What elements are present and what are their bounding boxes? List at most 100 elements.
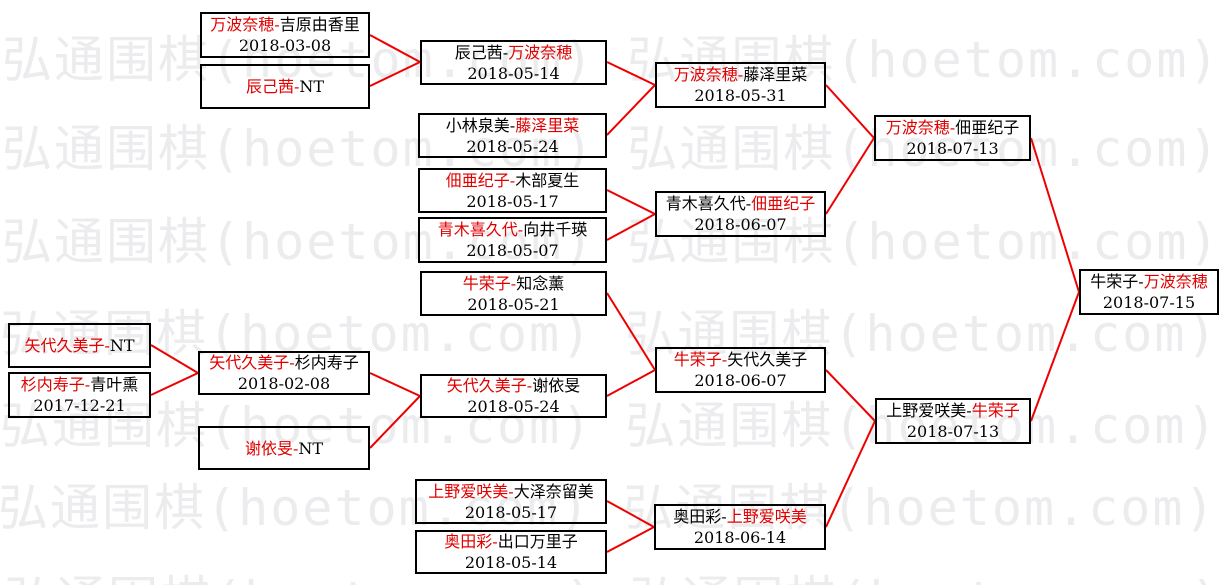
match-date: 2018-05-31 (694, 86, 787, 105)
winner-name: 牛荣子- (462, 273, 517, 293)
winner-name: 矢代久美子- (24, 336, 110, 355)
match-date: 2018-05-14 (464, 553, 558, 572)
watermark-text: 弘通围棋(hoetom.com) 弘通围棋(hoetom.com) (0, 479, 1217, 537)
match-names: 牛荣子-矢代久美子 (674, 349, 807, 370)
match-names: 牛荣子-知念薰 (463, 273, 564, 294)
loser-name: 木部夏生 (515, 170, 580, 190)
connector-line (369, 34, 421, 63)
connector-line (825, 369, 876, 422)
loser-name: 青木喜久代- (665, 194, 752, 213)
loser-name: 藤泽里菜 (743, 65, 808, 84)
connector-line (150, 372, 199, 396)
winner-name: 万波奈穂- (673, 65, 744, 84)
match-names: 万波奈穂-藤泽里菜 (674, 64, 807, 85)
winner-name: 上野爱咲美 (726, 507, 807, 526)
winner-name: 万波奈穂- (885, 118, 956, 137)
loser-name: 吉原由香里 (279, 15, 360, 34)
winner-name: 奥田彩- (444, 532, 498, 551)
match-date: 2017-12-21 (33, 396, 126, 415)
match-names: 辰己茜-NT (246, 76, 324, 97)
match-names: 万波奈穂-佃亜纪子 (886, 117, 1019, 138)
match-names: 矢代久美子-杉内寿子 (209, 352, 358, 373)
match-names: 青木喜久代-佃亜纪子 (666, 193, 815, 214)
match-names: 万波奈穂-吉原由香里 (210, 14, 359, 35)
winner-name: 矢代久美子- (209, 353, 295, 372)
match-names: 矢代久美子-NT (24, 335, 134, 356)
match-date: 2018-06-07 (694, 371, 787, 390)
loser-name: 杉内寿子 (294, 353, 359, 372)
match-names: 奥田彩-上野爱咲美 (673, 506, 806, 527)
connector-line (825, 84, 875, 139)
match-box: 辰己茜-NT (200, 64, 370, 109)
match-names: 牛荣子-万波奈穂 (1090, 271, 1207, 292)
match-names: 辰己茜-万波奈穂 (455, 42, 572, 63)
match-date: 2018-03-08 (238, 36, 332, 55)
watermark-text: 弘通围棋(hoetom.com) 弘通围棋(hoetom.com) (4, 574, 1223, 585)
connector-line (369, 395, 421, 449)
match-date: 2018-05-21 (467, 294, 560, 314)
match-date: 2018-06-14 (693, 528, 787, 547)
connector-line (606, 84, 656, 136)
winner-name: 佃亜纪子 (751, 194, 816, 213)
match-box: 矢代久美子-NT (8, 323, 151, 368)
watermark-text: 弘通围棋(hoetom.com) 弘通围棋(hoetom.com) (2, 31, 1221, 89)
loser-name: 知念薰 (516, 273, 565, 293)
loser-name: 矢代久美子 (727, 350, 808, 369)
match-names: 佃亜纪子-木部夏生 (446, 170, 579, 191)
winner-name: 万波奈穂 (1143, 272, 1208, 291)
connector-line (150, 344, 199, 374)
connector-line (606, 213, 656, 241)
match-date: 2018-05-17 (466, 191, 559, 211)
loser-name: 辰己茜- (454, 42, 509, 62)
connector-line (606, 292, 656, 371)
winner-name: 杉内寿子- (20, 375, 91, 394)
connector-line (369, 61, 421, 87)
match-names: 上野爱咲美-牛荣子 (886, 400, 1019, 421)
match-names: 小林泉美-藤泽里菜 (446, 115, 579, 136)
loser-name: 大泽奈留美 (513, 481, 594, 501)
loser-name: 青叶熏 (90, 375, 139, 394)
connector-line (606, 526, 655, 553)
match-date: 2018-02-08 (237, 374, 331, 393)
winner-name: 万波奈穂 (508, 42, 573, 62)
loser-name: NT (109, 336, 135, 355)
match-names: 矢代久美子-谢依旻 (447, 375, 580, 396)
loser-name: 谢依旻 (532, 376, 581, 395)
connector-line (606, 500, 655, 528)
winner-name: 万波奈穂- (210, 15, 280, 34)
loser-name: 上野爱咲美- (886, 401, 972, 420)
match-names: 谢依旻-NT (245, 438, 323, 459)
match-names: 青木喜久代-向井千瑛 (438, 219, 587, 240)
loser-name: 牛荣子- (1090, 272, 1144, 291)
match-names: 上野爱咲美-大泽奈留美 (428, 481, 593, 502)
match-names: 奥田彩-出口万里子 (444, 531, 577, 552)
winner-name: 牛荣子 (971, 401, 1020, 420)
winner-name: 上野爱咲美- (428, 481, 514, 501)
winner-name: 谢依旻- (244, 438, 299, 458)
match-date: 2018-05-24 (467, 397, 560, 416)
winner-name: 牛荣子- (673, 350, 728, 369)
loser-name: 向井千瑛 (523, 220, 588, 239)
winner-name: 佃亜纪子- (445, 170, 516, 190)
connector-line (606, 61, 656, 86)
match-date: 2018-05-07 (466, 241, 559, 260)
loser-name: 佃亜纪子 (955, 118, 1020, 137)
loser-name: NT (299, 77, 325, 96)
loser-name: 出口万里子 (497, 532, 578, 551)
winner-name: 青木喜久代- (437, 220, 524, 239)
